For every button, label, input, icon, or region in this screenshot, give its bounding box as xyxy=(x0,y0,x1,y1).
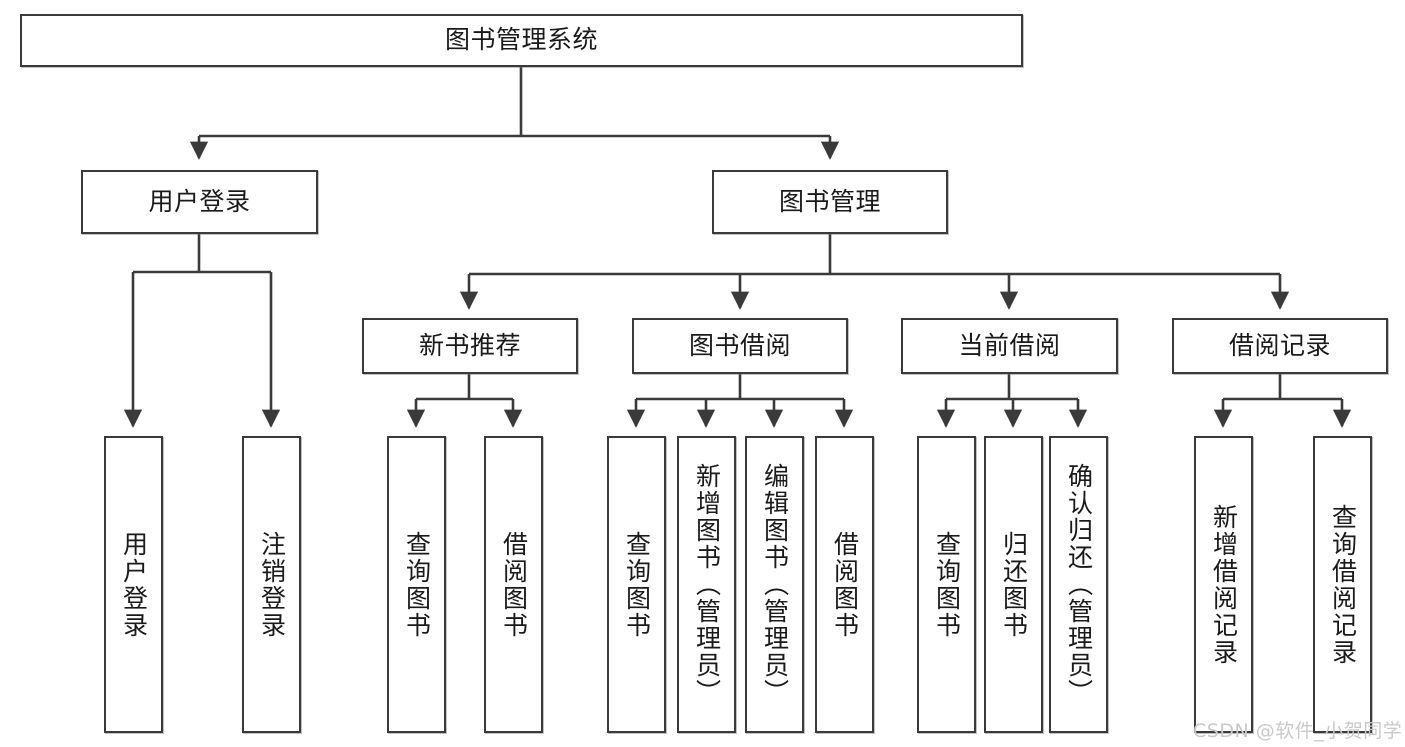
node-current-borrow[interactable]: 当前借阅 xyxy=(901,318,1118,374)
node-leaf-query-book-2[interactable]: 查询图书 xyxy=(607,436,666,733)
node-leaf-borrow-book-2-label: 借阅图书 xyxy=(830,530,860,639)
node-leaf-edit-book-label: 编辑图书（管理员） xyxy=(760,463,790,706)
node-leaf-add-book[interactable]: 新增图书（管理员） xyxy=(677,436,736,733)
node-current-borrow-label: 当前借阅 xyxy=(958,330,1061,360)
node-leaf-query-book-1[interactable]: 查询图书 xyxy=(387,436,446,733)
node-user-login[interactable]: 用户登录 xyxy=(81,170,318,234)
node-leaf-query-book-3-label: 查询图书 xyxy=(932,530,962,639)
node-leaf-query-book-2-label: 查询图书 xyxy=(622,530,652,639)
node-leaf-query-book-3[interactable]: 查询图书 xyxy=(917,436,976,733)
node-leaf-add-book-label: 新增图书（管理员） xyxy=(692,463,722,706)
node-borrow-record[interactable]: 借阅记录 xyxy=(1172,318,1388,374)
node-leaf-confirm-return[interactable]: 确认归还（管理员） xyxy=(1049,436,1108,733)
node-book-borrow-label: 图书借阅 xyxy=(688,330,791,360)
node-book-manage[interactable]: 图书管理 xyxy=(712,170,948,234)
node-root-label: 图书管理系统 xyxy=(444,25,598,55)
node-book-borrow[interactable]: 图书借阅 xyxy=(632,318,848,374)
watermark: CSDN @软件_小贺同学 xyxy=(1193,720,1403,742)
node-new-book-rec[interactable]: 新书推荐 xyxy=(362,318,578,374)
node-user-login-label: 用户登录 xyxy=(148,186,251,216)
node-leaf-query-record-label: 查询借阅记录 xyxy=(1328,503,1358,666)
node-leaf-logout-label: 注销登录 xyxy=(257,530,287,639)
node-leaf-borrow-book-1[interactable]: 借阅图书 xyxy=(484,436,543,733)
node-leaf-borrow-book-1-label: 借阅图书 xyxy=(499,530,529,639)
node-book-manage-label: 图书管理 xyxy=(778,186,881,216)
node-borrow-record-label: 借阅记录 xyxy=(1228,330,1331,360)
node-leaf-edit-book[interactable]: 编辑图书（管理员） xyxy=(745,436,804,733)
node-leaf-user-login-label: 用户登录 xyxy=(119,530,149,639)
node-new-book-rec-label: 新书推荐 xyxy=(418,330,521,360)
node-leaf-add-record-label: 新增借阅记录 xyxy=(1209,503,1239,666)
node-leaf-query-book-1-label: 查询图书 xyxy=(402,530,432,639)
node-root[interactable]: 图书管理系统 xyxy=(20,14,1023,67)
node-leaf-borrow-book-2[interactable]: 借阅图书 xyxy=(815,436,874,733)
node-leaf-logout[interactable]: 注销登录 xyxy=(242,436,301,733)
node-leaf-confirm-return-label: 确认归还（管理员） xyxy=(1064,463,1094,706)
node-leaf-user-login[interactable]: 用户登录 xyxy=(104,436,163,733)
node-leaf-return-book[interactable]: 归还图书 xyxy=(984,436,1043,733)
node-leaf-query-record[interactable]: 查询借阅记录 xyxy=(1313,436,1372,733)
node-leaf-return-book-label: 归还图书 xyxy=(999,530,1029,639)
node-leaf-add-record[interactable]: 新增借阅记录 xyxy=(1194,436,1253,733)
